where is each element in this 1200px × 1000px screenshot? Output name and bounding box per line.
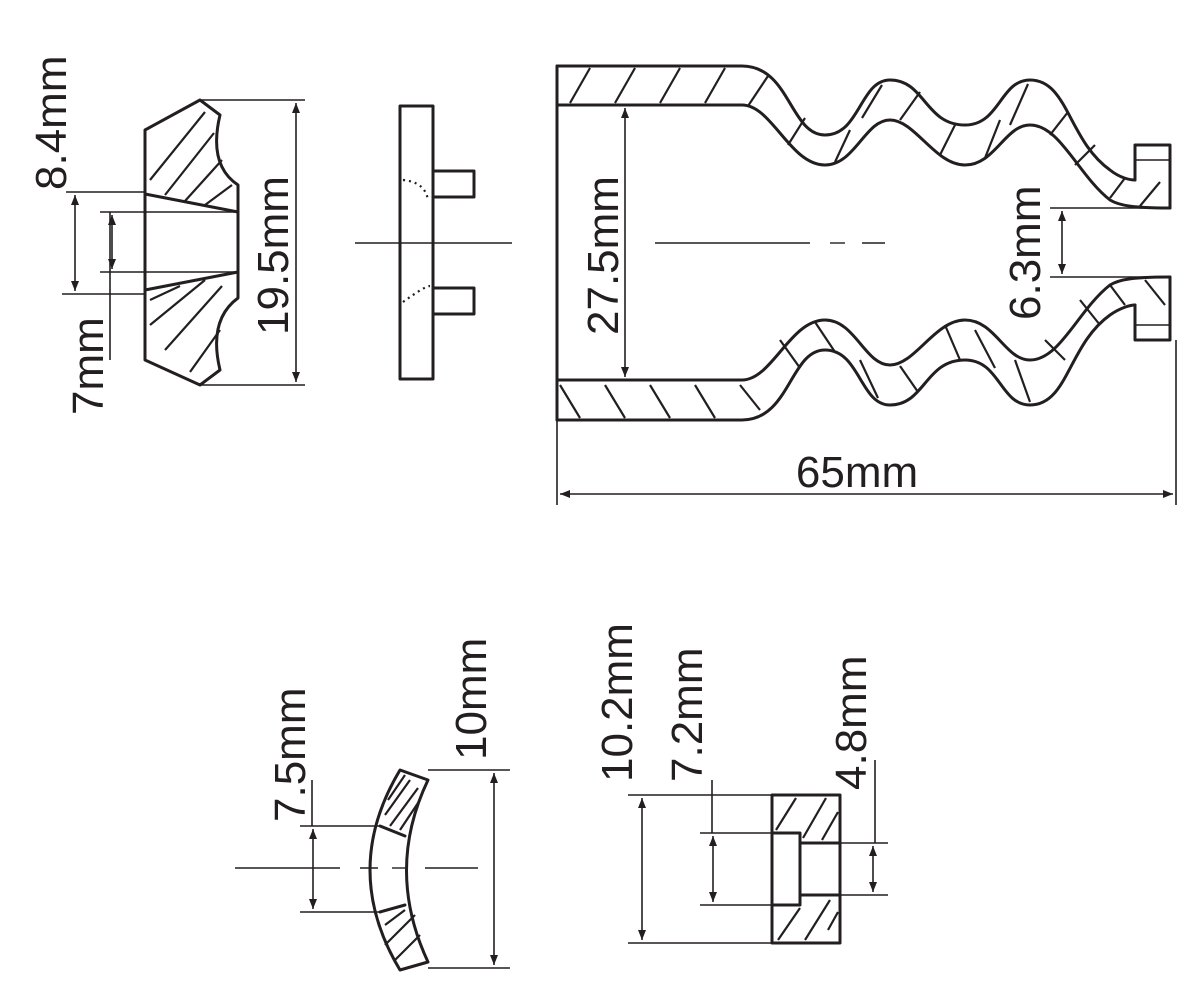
- label-6-3mm: 6.3mm: [1001, 186, 1050, 320]
- plate-with-pins: [355, 104, 512, 381]
- label-10mm: 10mm: [447, 638, 496, 760]
- ring-lower-step: [770, 893, 842, 907]
- bellows-boot: 27.5mm 6.3mm 65mm: [555, 64, 1177, 505]
- label-7mm: 7mm: [64, 317, 113, 415]
- ring-upper-step: [770, 831, 842, 845]
- boot-outer-lower: [555, 303, 1137, 422]
- boot-inner-lower: [555, 275, 1172, 382]
- bushing-lower-half: [143, 270, 240, 387]
- boot-upper-collar: [1133, 143, 1172, 210]
- shell-hatching: [384, 774, 421, 961]
- bushing-hatching: [149, 111, 233, 373]
- label-19-5mm: 19.5mm: [249, 176, 298, 335]
- label-8-4mm: 8.4mm: [27, 56, 76, 190]
- bushing-upper-half: [143, 98, 240, 214]
- boot-outer-upper: [555, 64, 1137, 182]
- upper-pin: [431, 169, 476, 199]
- lower-pin-hidden-line: [402, 284, 431, 303]
- label-7-5mm: 7.5mm: [266, 688, 315, 822]
- label-10-2mm: 10.2mm: [593, 623, 642, 782]
- label-4-8mm: 4.8mm: [827, 656, 876, 790]
- boot-lower-collar: [1133, 275, 1172, 342]
- label-65mm: 65mm: [796, 448, 918, 497]
- label-7-2mm: 7.2mm: [663, 648, 712, 782]
- bushing-section: 8.4mm 7mm 19.5mm: [27, 56, 305, 415]
- stepped-ring: 10.2mm 7.2mm 4.8mm: [593, 623, 888, 945]
- boot-hatching: [559, 67, 1166, 419]
- upper-pin-hidden-line: [402, 178, 430, 201]
- shell-outline: [368, 768, 430, 972]
- ring-hatching: [775, 797, 839, 941]
- label-27-5mm: 27.5mm: [579, 176, 628, 335]
- boot-inner-upper: [555, 103, 1172, 210]
- ring-outline: [770, 793, 842, 945]
- curved-shell: 7.5mm 10mm: [235, 638, 510, 972]
- lower-pin: [431, 286, 476, 316]
